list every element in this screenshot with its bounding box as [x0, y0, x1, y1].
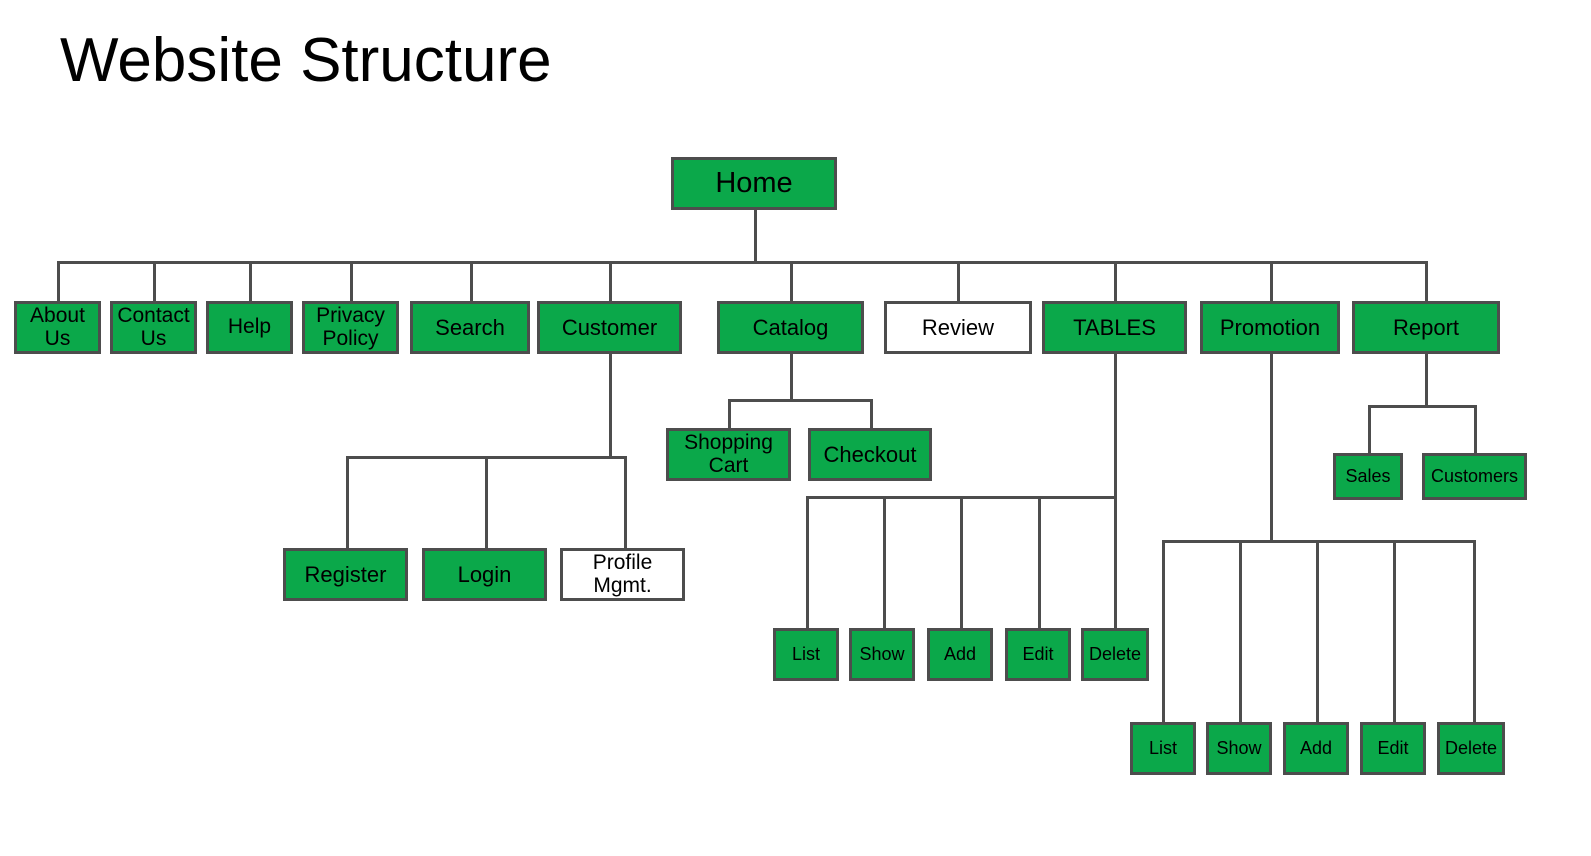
node-privacy-policy[interactable]: Privacy Policy [302, 301, 399, 354]
node-customer[interactable]: Customer [537, 301, 682, 354]
node-help[interactable]: Help [206, 301, 293, 354]
connector-drop-tbl-show [883, 496, 886, 631]
node-label: Edit [1022, 643, 1054, 664]
connector-drop-tbl-delete [1114, 496, 1117, 631]
node-label: Register [304, 561, 387, 587]
node-label: Review [921, 314, 995, 340]
connector-catalog-stem [790, 354, 793, 402]
node-promotion[interactable]: Promotion [1200, 301, 1340, 354]
connector-drop-about [57, 261, 60, 301]
connector-drop-sales [1368, 405, 1371, 456]
node-checkout[interactable]: Checkout [808, 428, 932, 481]
node-tbl-edit[interactable]: Edit [1005, 628, 1071, 681]
node-label: Search [435, 314, 505, 340]
node-label: Show [1216, 737, 1262, 758]
node-prm-show[interactable]: Show [1206, 722, 1272, 775]
node-label: Catalog [752, 314, 829, 340]
node-label: Help [227, 315, 272, 339]
node-label: Profile Mgmt. [592, 551, 653, 597]
node-prm-list[interactable]: List [1130, 722, 1196, 775]
node-prm-edit[interactable]: Edit [1360, 722, 1426, 775]
node-tbl-add[interactable]: Add [927, 628, 993, 681]
node-label: About Us [30, 304, 85, 350]
connector-drop-tbl-add [960, 496, 963, 631]
connector-report-bus [1368, 405, 1477, 408]
node-label: Login [457, 561, 512, 587]
node-about-us[interactable]: About Us [14, 301, 101, 354]
node-label: TABLES [1073, 314, 1156, 340]
node-register[interactable]: Register [283, 548, 408, 601]
connector-drop-checkout [870, 399, 873, 431]
node-label: List [791, 643, 820, 664]
node-prm-add[interactable]: Add [1283, 722, 1349, 775]
connector-drop-review [957, 261, 960, 301]
node-review[interactable]: Review [884, 301, 1032, 354]
connector-catalog-bus [728, 399, 873, 402]
node-label: Contact Us [117, 304, 190, 350]
connector-report-stem [1425, 354, 1428, 408]
node-label: Edit [1377, 737, 1409, 758]
node-label: Customer [561, 314, 658, 340]
node-label: Checkout [823, 441, 917, 467]
node-label: Add [943, 643, 977, 664]
connector-drop-prm-add [1316, 540, 1319, 725]
node-label: Show [859, 643, 905, 664]
node-label: Delete [1088, 643, 1142, 664]
connector-promotion-bus [1162, 540, 1476, 543]
node-label: Promotion [1219, 314, 1321, 340]
connector-drop-prm-show [1239, 540, 1242, 725]
node-prm-delete[interactable]: Delete [1437, 722, 1505, 775]
node-label: Privacy Policy [316, 304, 385, 350]
connector-drop-tbl-list [806, 496, 809, 631]
connector-drop-catalog [790, 261, 793, 301]
connector-drop-tbl-edit [1038, 496, 1041, 631]
connector-drop-privacy [350, 261, 353, 301]
node-profile-mgmt[interactable]: Profile Mgmt. [560, 548, 685, 601]
connector-drop-contact [153, 261, 156, 301]
node-search[interactable]: Search [410, 301, 530, 354]
node-tbl-list[interactable]: List [773, 628, 839, 681]
connector-drop-customer [609, 261, 612, 301]
node-label: Sales [1345, 465, 1391, 486]
connector-drop-report [1425, 261, 1428, 301]
page-title: Website Structure [60, 26, 552, 95]
node-label: Delete [1444, 737, 1498, 758]
node-label: Home [715, 167, 793, 200]
connector-drop-tables [1114, 261, 1117, 301]
node-label: Customers [1430, 465, 1519, 486]
node-label: Shopping Cart [684, 431, 773, 477]
node-login[interactable]: Login [422, 548, 547, 601]
node-tbl-delete[interactable]: Delete [1081, 628, 1149, 681]
node-customers[interactable]: Customers [1422, 453, 1527, 500]
connector-drop-register [346, 456, 349, 551]
connector-home-stem [754, 210, 757, 261]
connector-drop-login [485, 456, 488, 551]
node-label: List [1148, 737, 1177, 758]
connector-customer-stem [609, 354, 612, 459]
node-contact-us[interactable]: Contact Us [110, 301, 197, 354]
connector-promotion-stem [1270, 354, 1273, 543]
node-label: Report [1392, 314, 1460, 340]
connector-drop-prm-list [1162, 540, 1165, 725]
connector-drop-cart [728, 399, 731, 431]
connector-level1-bus [57, 261, 1425, 264]
connector-drop-prm-delete [1473, 540, 1476, 725]
connector-drop-profile [624, 456, 627, 551]
node-tbl-show[interactable]: Show [849, 628, 915, 681]
connector-drop-promotion [1270, 261, 1273, 301]
node-report[interactable]: Report [1352, 301, 1500, 354]
node-catalog[interactable]: Catalog [717, 301, 864, 354]
node-tables[interactable]: TABLES [1042, 301, 1187, 354]
node-home[interactable]: Home [671, 157, 837, 210]
connector-drop-prm-edit [1393, 540, 1396, 725]
connector-drop-help [249, 261, 252, 301]
node-shopping-cart[interactable]: Shopping Cart [666, 428, 791, 481]
connector-drop-customers [1474, 405, 1477, 456]
node-label: Add [1299, 737, 1333, 758]
connector-tables-stem [1114, 354, 1117, 499]
connector-drop-search [470, 261, 473, 301]
node-sales[interactable]: Sales [1333, 453, 1403, 500]
